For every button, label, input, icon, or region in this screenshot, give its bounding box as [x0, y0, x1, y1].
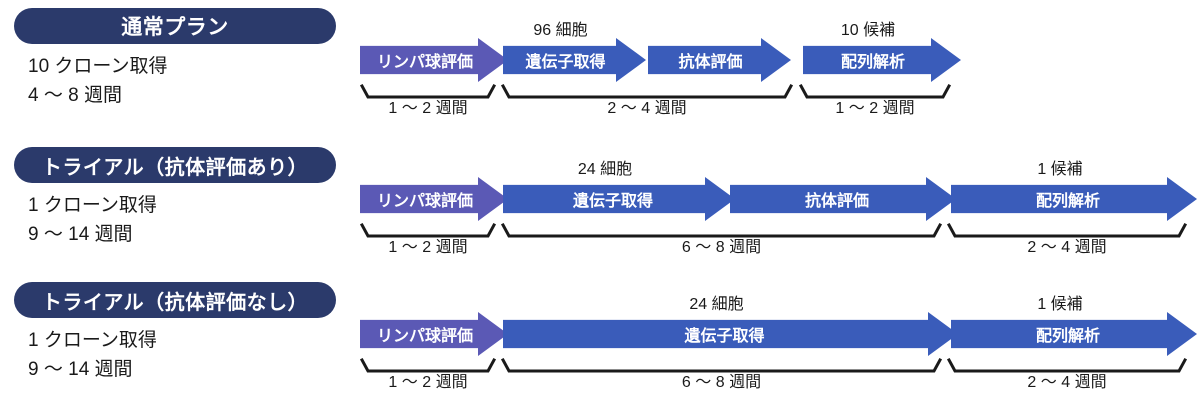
- plan-panel-standard-plan: 通常プラン 10 クローン取得 4 〜 8 週間: [0, 8, 352, 128]
- duration-bracket-standard-plan-1: [500, 83, 794, 99]
- stage-arrow-trial-without-antibody-eval-1: 遺伝子取得: [503, 312, 958, 356]
- plan-meta-line: 9 〜 14 週間: [28, 359, 133, 380]
- stage-arrow-label: 遺伝子取得: [684, 328, 765, 345]
- duration-label-trial-without-antibody-eval-2: 2 〜 4 週間: [1027, 374, 1107, 391]
- stage-arrow-trial-without-antibody-eval-0: リンパ球評価: [360, 312, 508, 356]
- duration-bracket-trial-without-antibody-eval-0: [359, 357, 497, 373]
- stage-arrow-label: リンパ球評価: [376, 193, 473, 210]
- bracket-shape: [946, 222, 1188, 238]
- duration-bracket-standard-plan-2: [798, 83, 952, 99]
- plan-panel-trial-without-antibody-eval: トライアル（抗体評価なし） 1 クローン取得 9 〜 14 週間: [0, 282, 352, 402]
- plan-meta-line: 1 クローン取得: [28, 195, 157, 216]
- plan-title-text: 通常プラン: [121, 16, 229, 39]
- plan-meta-line: 1 クローン取得: [28, 330, 157, 351]
- plan-panel-trial-with-antibody-eval: トライアル（抗体評価あり） 1 クローン取得 9 〜 14 週間: [0, 147, 352, 267]
- stage-arrow-label: 配列解析: [1035, 328, 1100, 345]
- bracket-shape: [946, 357, 1188, 373]
- stage-arrow-standard-plan-3: 配列解析: [803, 38, 961, 82]
- stage-arrow-standard-plan-2: 抗体評価: [648, 38, 791, 82]
- plan-meta: 10 クローン取得 4 〜 8 週間: [28, 52, 167, 110]
- stage-arrow-standard-plan-0: リンパ球評価: [360, 38, 508, 82]
- plan-meta: 1 クローン取得 9 〜 14 週間: [28, 326, 157, 384]
- stage-arrow-label: 抗体評価: [678, 54, 743, 71]
- stage-arrow-label: リンパ球評価: [376, 54, 473, 71]
- plan-meta: 1 クローン取得 9 〜 14 週間: [28, 191, 157, 249]
- plan-meta-line: 4 〜 8 週間: [28, 85, 122, 106]
- duration-label-standard-plan-2: 1 〜 2 週間: [835, 100, 915, 117]
- duration-label-trial-with-antibody-eval-2: 2 〜 4 週間: [1027, 239, 1107, 256]
- stage-note-standard-plan-1: 96 細胞: [533, 22, 588, 39]
- plan-meta-line: 10 クローン取得: [28, 56, 168, 77]
- stage-arrow-label: 遺伝子取得: [572, 193, 653, 210]
- plan-title-text: トライアル（抗体評価あり）: [41, 156, 309, 179]
- plan-title-text: トライアル（抗体評価なし）: [41, 291, 309, 314]
- bracket-shape: [359, 222, 497, 238]
- stage-arrow-standard-plan-1: 遺伝子取得: [503, 38, 646, 82]
- stage-arrow-trial-with-antibody-eval-1: 遺伝子取得: [503, 177, 735, 221]
- bracket-shape: [500, 222, 943, 238]
- plan-title-pill: 通常プラン: [14, 8, 336, 44]
- duration-label-standard-plan-0: 1 〜 2 週間: [388, 100, 468, 117]
- bracket-shape: [500, 83, 794, 99]
- stage-arrow-label: 配列解析: [840, 54, 905, 71]
- stage-arrow-label: 配列解析: [1035, 193, 1100, 210]
- stage-arrow-trial-with-antibody-eval-0: リンパ球評価: [360, 177, 508, 221]
- plan-title-pill: トライアル（抗体評価なし）: [14, 282, 336, 318]
- bracket-shape: [798, 83, 952, 99]
- stage-arrow-trial-with-antibody-eval-2: 抗体評価: [730, 177, 956, 221]
- stage-arrow-trial-without-antibody-eval-2: 配列解析: [951, 312, 1197, 356]
- duration-label-trial-with-antibody-eval-1: 6 〜 8 週間: [681, 239, 762, 256]
- stage-arrow-label: 抗体評価: [804, 193, 869, 210]
- stage-note-standard-plan-3: 10 候補: [840, 22, 896, 39]
- plan-title-pill: トライアル（抗体評価あり）: [14, 147, 336, 183]
- stage-arrow-trial-with-antibody-eval-3: 配列解析: [951, 177, 1197, 221]
- stage-note-trial-without-antibody-eval-1: 24 細胞: [689, 296, 744, 313]
- duration-bracket-standard-plan-0: [359, 83, 497, 99]
- duration-bracket-trial-with-antibody-eval-1: [500, 222, 943, 238]
- duration-label-trial-with-antibody-eval-0: 1 〜 2 週間: [388, 239, 468, 256]
- plan-meta-line: 9 〜 14 週間: [28, 224, 133, 245]
- stage-arrow-label: リンパ球評価: [376, 328, 473, 345]
- duration-bracket-trial-without-antibody-eval-1: [500, 357, 943, 373]
- duration-bracket-trial-with-antibody-eval-0: [359, 222, 497, 238]
- duration-label-trial-without-antibody-eval-0: 1 〜 2 週間: [388, 374, 468, 391]
- stage-arrow-label: 遺伝子取得: [525, 54, 606, 71]
- duration-bracket-trial-with-antibody-eval-2: [946, 222, 1188, 238]
- bracket-shape: [359, 83, 497, 99]
- stage-note-trial-with-antibody-eval-1: 24 細胞: [577, 161, 633, 178]
- stage-note-trial-with-antibody-eval-3: 1 候補: [1037, 161, 1083, 178]
- stage-note-trial-without-antibody-eval-2: 1 候補: [1037, 296, 1083, 313]
- bracket-shape: [359, 357, 497, 373]
- duration-bracket-trial-without-antibody-eval-2: [946, 357, 1188, 373]
- bracket-shape: [500, 357, 943, 373]
- duration-label-trial-without-antibody-eval-1: 6 〜 8 週間: [681, 374, 762, 391]
- duration-label-standard-plan-1: 2 〜 4 週間: [607, 100, 687, 117]
